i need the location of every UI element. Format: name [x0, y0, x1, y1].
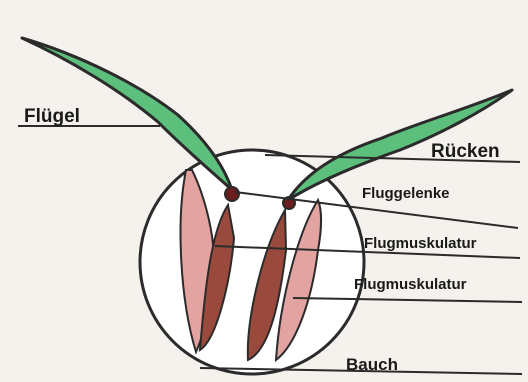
wing-label: Flügel: [24, 106, 80, 127]
belly-label: Bauch: [346, 355, 398, 374]
muscle-label-upper: Flugmuskulatur: [364, 235, 477, 252]
left-flight-joint: [225, 187, 239, 201]
joint-label: Fluggelenke: [362, 185, 450, 202]
back-label: Rücken: [431, 141, 500, 162]
muscle-label-lower: Flugmuskulatur: [354, 276, 467, 293]
